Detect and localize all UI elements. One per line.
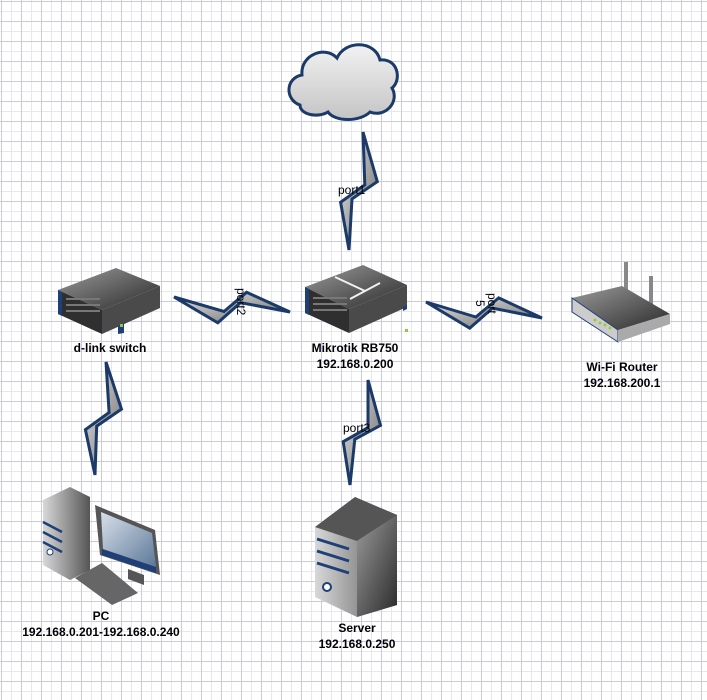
link-label-port5-a: port	[485, 293, 499, 314]
wifi-router-icon[interactable]	[571, 262, 670, 343]
pc-ip: 192.168.0.201-192.168.0.240	[22, 625, 180, 639]
link-label-port2: port2	[234, 288, 248, 316]
link-port3[interactable]	[341, 379, 383, 486]
link-port2[interactable]	[173, 290, 291, 325]
server-icon[interactable]	[315, 497, 397, 617]
router-ip: 192.168.0.200	[316, 357, 394, 371]
link-switch-pc[interactable]	[83, 361, 124, 476]
link-port5[interactable]	[425, 296, 543, 331]
pc-name: PC	[92, 609, 110, 623]
server-ip: 192.168.0.250	[318, 637, 396, 651]
switch-icon[interactable]	[58, 268, 160, 334]
server-name: Server	[338, 621, 376, 635]
link-label-port5-b: 5	[473, 300, 487, 307]
cloud-icon[interactable]	[287, 43, 399, 121]
wifi-name: Wi-Fi Router	[586, 360, 658, 374]
pc-icon[interactable]	[42, 487, 160, 605]
link-label-port1: port1	[338, 183, 366, 197]
link-port1[interactable]	[338, 131, 380, 251]
switch-name: d-link switch	[73, 341, 147, 355]
router-icon[interactable]	[305, 265, 408, 333]
wifi-ip: 192.168.200.1	[583, 376, 661, 390]
link-label-port3: port3	[343, 421, 371, 435]
router-name: Mikrotik RB750	[311, 341, 399, 355]
